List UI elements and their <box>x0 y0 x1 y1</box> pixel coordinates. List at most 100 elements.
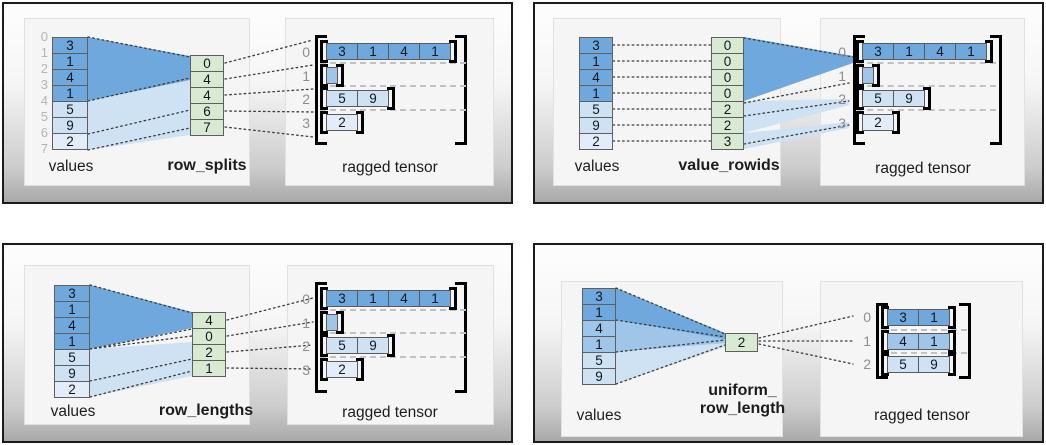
row-separator <box>320 309 466 311</box>
tensor-cell: 1 <box>357 43 389 60</box>
value-index: 7 <box>40 141 48 156</box>
value-cell: 1 <box>52 85 88 102</box>
connector-lines <box>87 36 314 151</box>
open-bracket-icon <box>881 330 889 353</box>
row-lengths-cell: 1 <box>192 360 226 377</box>
tensor-label: ragged tensor <box>874 407 970 424</box>
tensor-row: 2 <box>320 358 364 381</box>
close-bracket-icon <box>892 111 900 134</box>
value-cell: 2 <box>579 133 613 150</box>
connector-lines <box>612 37 854 149</box>
row-separator <box>857 109 996 111</box>
tensor-cell: 4 <box>388 290 420 307</box>
open-bracket-icon <box>856 64 864 87</box>
close-bracket-icon <box>356 358 364 381</box>
tensor-row: 3 1 4 1 <box>320 40 457 63</box>
fan-medium <box>616 320 725 352</box>
op-label: value_rowids <box>678 157 780 174</box>
row-separator <box>881 329 967 331</box>
value-rowids-cell: 2 <box>711 101 744 118</box>
values-label: values <box>48 158 94 175</box>
tensor-cell: 3 <box>862 43 894 60</box>
tensor-row: 3 1 4 1 <box>856 40 993 63</box>
value-index: 3 <box>40 77 48 92</box>
tensor-row: 3 1 4 1 <box>320 287 457 310</box>
tensor-bracket-left <box>853 35 865 145</box>
open-bracket-icon <box>320 287 328 310</box>
open-bracket-icon <box>856 111 864 134</box>
tensor-bracket-left <box>315 282 327 393</box>
row-lengths-cell: 0 <box>192 328 226 345</box>
connector-lines <box>89 284 314 398</box>
value-index: 4 <box>40 93 48 108</box>
tensor-row-empty <box>320 64 344 87</box>
open-bracket-icon <box>320 358 328 381</box>
value-rowids-cell: 3 <box>711 133 744 150</box>
tensor-row: 2 <box>856 111 900 134</box>
close-bracket-icon <box>948 306 956 329</box>
tensor-label: ragged tensor <box>342 404 438 421</box>
uniform-length-value: 2 <box>725 333 758 352</box>
row-splits-cell: 4 <box>190 71 224 88</box>
tensor-row: 5 9 <box>856 87 931 110</box>
tensor-cell: 5 <box>326 90 358 107</box>
row-separator <box>320 332 466 334</box>
row-separator <box>320 62 466 64</box>
fan-light <box>616 340 725 384</box>
values-label: values <box>50 403 96 420</box>
value-index: 5 <box>40 109 48 124</box>
panel-value-rowids: 3 1 4 1 5 9 2 0 0 0 0 2 2 3 values value… <box>533 2 1044 204</box>
tensor-bracket-right <box>959 303 971 379</box>
open-bracket-icon <box>856 40 864 63</box>
op-label-line2: row_length <box>699 400 786 417</box>
tensor-cell: 1 <box>955 43 987 60</box>
value-cell: 3 <box>579 37 613 54</box>
value-cell: 5 <box>579 101 613 118</box>
value-cell: 2 <box>52 133 88 150</box>
row-splits-cell: 7 <box>190 119 224 136</box>
tensor-label: ragged tensor <box>342 159 438 176</box>
row-label: 0 <box>838 44 846 60</box>
uniform-row-length-cell: 2 <box>725 333 758 352</box>
row-lengths-cell: 2 <box>192 344 226 361</box>
fan-dark <box>616 288 725 339</box>
value-cell: 1 <box>579 85 613 102</box>
open-bracket-icon <box>320 87 328 110</box>
row-label: 1 <box>302 68 310 84</box>
value-index: 6 <box>40 125 48 140</box>
value-cell: 5 <box>52 101 88 118</box>
close-bracket-icon <box>948 330 956 353</box>
values-column: 3 1 4 1 5 9 <box>582 288 616 385</box>
close-bracket-icon <box>872 64 880 87</box>
row-separator <box>320 109 466 111</box>
row-separator <box>320 85 466 87</box>
close-bracket-icon <box>449 287 457 310</box>
connector-lines <box>615 287 854 385</box>
value-cell: 3 <box>54 285 90 302</box>
open-bracket-icon <box>320 64 328 87</box>
value-cell: 5 <box>582 352 616 369</box>
tensor-row: 3 1 <box>881 306 956 329</box>
tensor-bracket-right <box>990 35 1002 145</box>
tensor-cell: 3 <box>326 43 358 60</box>
panel-uniform-row-length: 3 1 4 1 5 9 2 values uniform_ row_length… <box>533 243 1044 443</box>
tensor-cell: 2 <box>326 361 358 378</box>
fan-dark <box>744 37 853 101</box>
row-separator <box>857 85 996 87</box>
close-bracket-icon <box>336 64 344 87</box>
tensor-cell: 4 <box>887 333 919 350</box>
value-cell: 4 <box>582 320 616 337</box>
tensor-bracket-left <box>315 35 327 145</box>
value-cell: 9 <box>54 365 90 382</box>
value-cell: 1 <box>582 304 616 321</box>
empty-row-cell <box>326 314 338 331</box>
value-cell: 1 <box>52 53 88 70</box>
open-bracket-icon <box>320 334 328 357</box>
tensor-label: ragged tensor <box>875 160 971 177</box>
value-index: 2 <box>40 61 48 76</box>
value-cell: 3 <box>582 288 616 305</box>
row-label: 3 <box>302 115 310 131</box>
row-label: 2 <box>863 356 871 372</box>
tensor-cell: 1 <box>419 43 451 60</box>
